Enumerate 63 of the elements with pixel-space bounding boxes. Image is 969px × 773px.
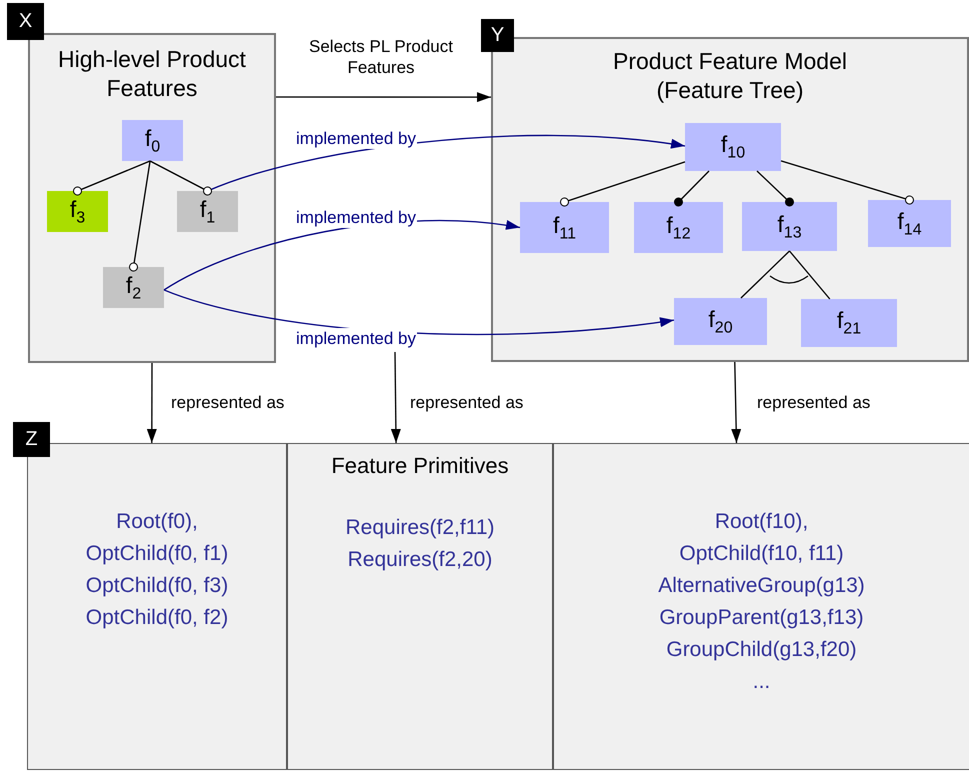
connector-line bbox=[789, 250, 830, 300]
primitive-text: OptChild(f10, f11) bbox=[678, 541, 845, 567]
primitive-text: Requires(f2,f11) bbox=[344, 515, 496, 541]
feature-label: f$_{11}$ bbox=[553, 212, 576, 244]
feature-box bbox=[801, 299, 897, 347]
feature-label: f$_{3}$ bbox=[70, 196, 86, 228]
feature-box bbox=[634, 202, 723, 253]
connector-line bbox=[150, 160, 212, 196]
panel-title: Product Feature Model (Feature Tree) bbox=[612, 47, 848, 105]
feature-box bbox=[674, 298, 767, 345]
corner-tag bbox=[481, 19, 514, 52]
primitive-text: OptChild(f0, f3) bbox=[84, 573, 230, 599]
feature-label: f$_{14}$ bbox=[897, 208, 922, 240]
primitive-text: GroupParent(g13,f13) bbox=[658, 605, 865, 631]
panel-title: High-level Product Features bbox=[57, 45, 247, 103]
primitive-text: Requires(f2,20) bbox=[346, 547, 494, 573]
tag-letter: Y bbox=[490, 24, 504, 47]
connector-line bbox=[560, 161, 686, 206]
connector-line bbox=[674, 170, 710, 206]
corner-tag bbox=[7, 3, 44, 40]
feature-label: f$_{1}$ bbox=[200, 196, 216, 228]
feature-box bbox=[868, 200, 951, 247]
feature-label: f$_{20}$ bbox=[708, 306, 733, 338]
primitive-text: OptChild(f0, f2) bbox=[84, 605, 230, 631]
primitive-text: Root(f0), bbox=[115, 509, 199, 535]
primitive-text: GroupChild(g13,f20) bbox=[665, 637, 858, 663]
feature-box bbox=[742, 202, 837, 251]
primitive-text: OptChild(f0, f1) bbox=[84, 541, 230, 567]
arrow bbox=[390, 352, 401, 443]
feature-box bbox=[177, 191, 238, 232]
primitive-text: AlternativeGroup(g13) bbox=[657, 573, 866, 599]
panel-column bbox=[287, 443, 553, 770]
feature-label: f$_{21}$ bbox=[836, 307, 862, 339]
feature-box bbox=[47, 191, 108, 232]
feature-label: f$_{12}$ bbox=[666, 212, 691, 244]
tag-letter: Z bbox=[25, 428, 38, 451]
edge-label: implemented by bbox=[295, 328, 418, 349]
primitive-text: ... bbox=[752, 669, 772, 695]
arrow bbox=[164, 220, 520, 291]
arrow bbox=[164, 289, 674, 336]
feature-box bbox=[103, 267, 164, 308]
panel bbox=[28, 33, 276, 363]
feature-label: f$_{13}$ bbox=[777, 210, 802, 242]
feature-box bbox=[122, 120, 183, 161]
connector-line bbox=[73, 160, 150, 196]
tag-letter: X bbox=[18, 10, 32, 33]
arrow bbox=[146, 363, 157, 443]
connector-line bbox=[780, 160, 914, 204]
feature-box bbox=[520, 202, 609, 253]
arrow bbox=[731, 362, 742, 444]
panel-title: Feature Primitives bbox=[330, 452, 510, 480]
feature-box bbox=[685, 123, 781, 171]
panel-column bbox=[27, 443, 287, 770]
feature-label: f$_{0}$ bbox=[144, 124, 160, 156]
primitive-text: Root(f10), bbox=[714, 509, 810, 535]
corner-tag bbox=[13, 422, 50, 457]
feature-label: f$_{10}$ bbox=[720, 131, 746, 163]
feature-label: f$_{2}$ bbox=[126, 272, 142, 304]
connector-line bbox=[740, 250, 790, 298]
connector-line bbox=[129, 160, 151, 272]
panel-column bbox=[553, 443, 969, 770]
connector-line bbox=[756, 170, 794, 206]
arrow bbox=[276, 92, 491, 102]
